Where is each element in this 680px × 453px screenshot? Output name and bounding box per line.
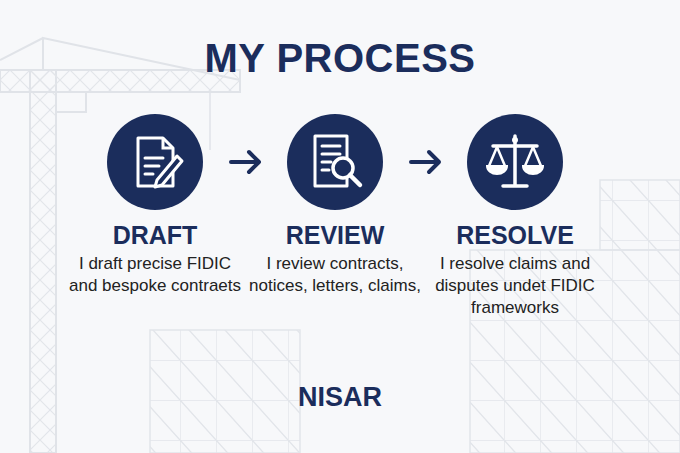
step-heading: RESOLVE xyxy=(420,220,610,250)
arrow-line xyxy=(231,152,259,172)
step-description: I review contracts, notices, letters, cl… xyxy=(247,253,423,297)
step-heading: REVIEW xyxy=(240,220,430,250)
step-heading: DRAFT xyxy=(60,220,250,250)
author-name: NISAR xyxy=(0,382,680,413)
title: MY PROCESS xyxy=(0,36,680,81)
process-step: RESOLVEI resolve claims and disputes und… xyxy=(420,114,610,319)
icon-circle xyxy=(467,114,563,210)
step-description: I resolve claims and disputes undet FIDI… xyxy=(434,253,596,319)
icon-circle xyxy=(287,114,383,210)
process-step: REVIEWI review contracts, notices, lette… xyxy=(240,114,430,297)
flow-arrow xyxy=(231,152,259,172)
flow-arrow xyxy=(411,152,439,172)
icon-circle xyxy=(107,114,203,210)
step-icon xyxy=(467,114,563,210)
arrow-line xyxy=(411,152,439,172)
scaffolding xyxy=(150,180,680,453)
process-step: DRAFTI draft precise FIDIC and bespoke c… xyxy=(60,114,250,297)
step-icon xyxy=(107,114,203,210)
step-description: I draft precise FIDIC and bespoke contra… xyxy=(69,253,241,297)
step-icon xyxy=(287,114,383,210)
